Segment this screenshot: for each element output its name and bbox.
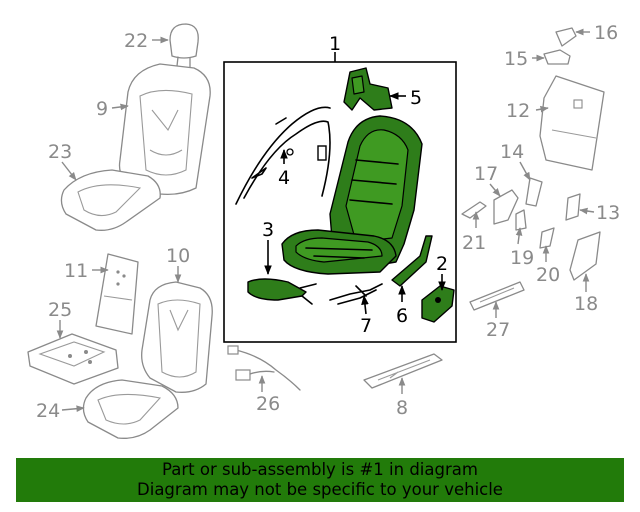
callout-2: 2: [436, 253, 448, 275]
seat-frame-1: [281, 115, 423, 275]
clip-20: [539, 227, 555, 249]
callout-12: 12: [506, 100, 530, 122]
callout-21: 21: [462, 232, 486, 254]
back-panel-12: [539, 75, 605, 171]
callout-22: 22: [124, 30, 148, 52]
callout-19: 19: [510, 247, 534, 269]
cap-13: [565, 193, 581, 221]
wire-26: [227, 345, 301, 391]
cable-harness-4: [235, 106, 331, 205]
callout-5: 5: [410, 87, 422, 109]
callout-26: 26: [256, 393, 280, 415]
callout-15: 15: [504, 48, 528, 70]
disclaimer-banner: Part or sub-assembly is #1 in diagram Di…: [16, 458, 624, 502]
seatback-pad-10: [141, 281, 213, 393]
callout-7: 7: [360, 315, 372, 337]
callout-11: 11: [64, 260, 88, 282]
guide-15: [543, 49, 571, 65]
callout-16: 16: [594, 22, 618, 44]
callout-1: 1: [329, 33, 341, 55]
callout-3: 3: [262, 219, 274, 241]
side-panel-11: [95, 253, 139, 335]
callout-13: 13: [596, 202, 620, 224]
headrest-22: [169, 23, 199, 68]
callout-27: 27: [486, 319, 510, 341]
callout-9: 9: [96, 98, 108, 120]
mat-25: [27, 333, 119, 385]
banner-line-1: Part or sub-assembly is #1 in diagram: [162, 460, 478, 479]
bracket-17: [493, 189, 519, 225]
rail-cover-27: [469, 281, 525, 311]
cushion-pan-3: [247, 278, 317, 305]
recliner-bracket-5: [343, 67, 393, 111]
trim-18: [569, 231, 601, 281]
callout-23: 23: [48, 141, 72, 163]
callout-8: 8: [396, 397, 408, 419]
callout-4: 4: [278, 167, 290, 189]
callout-18: 18: [574, 293, 598, 315]
callout-25: 25: [48, 299, 72, 321]
callout-20: 20: [536, 264, 560, 286]
bracket-14: [525, 177, 543, 207]
track-8: [363, 353, 443, 389]
cushion-cover-23: [60, 169, 161, 231]
link-7: [329, 283, 383, 305]
callout-6: 6: [396, 305, 408, 327]
callout-24: 24: [36, 400, 60, 422]
callout-17: 17: [474, 163, 498, 185]
clip-16: [555, 27, 577, 47]
callout-arrows: [56, 28, 595, 413]
clip-21: [461, 201, 487, 219]
clip-19: [515, 209, 527, 231]
callout-14: 14: [500, 141, 524, 163]
banner-line-2: Diagram may not be specific to your vehi…: [137, 480, 503, 499]
assembly-box: [223, 61, 457, 343]
callout-10: 10: [166, 245, 190, 267]
seat-parts-diagram: 22 9 23 11 10 25 24 1 3 4 5 6 7 2 8 26 1…: [27, 22, 620, 439]
motor-2: [421, 285, 455, 323]
cushion-pad-24: [82, 379, 179, 439]
